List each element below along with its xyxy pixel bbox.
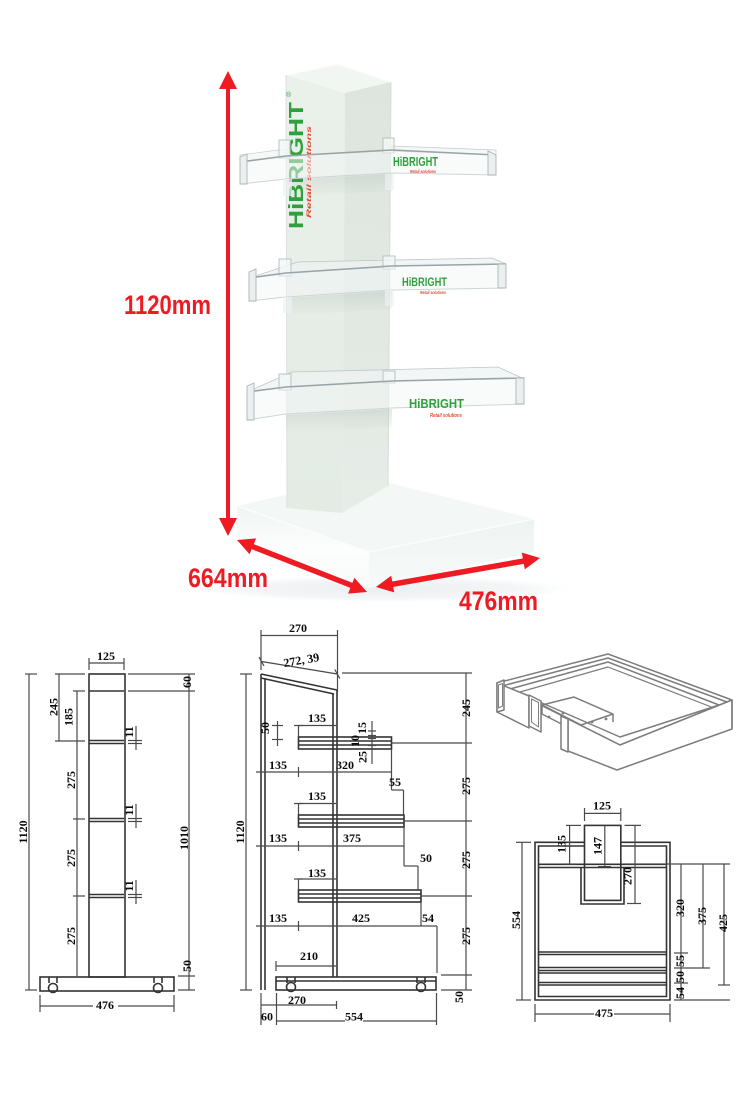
svg-text:54: 54 <box>422 911 434 925</box>
svg-text:664mm: 664mm <box>188 563 268 593</box>
svg-text:135: 135 <box>308 711 326 725</box>
svg-text:135: 135 <box>269 831 287 845</box>
svg-text:210: 210 <box>300 949 318 963</box>
svg-text:25: 25 <box>356 751 370 763</box>
svg-text:50: 50 <box>180 960 194 972</box>
svg-text:475: 475 <box>595 1006 613 1020</box>
svg-text:55: 55 <box>673 955 687 967</box>
svg-text:60: 60 <box>180 676 194 688</box>
svg-text:125: 125 <box>97 649 115 663</box>
svg-text:275: 275 <box>64 849 78 867</box>
svg-text:HiBRIGHT: HiBRIGHT <box>409 396 464 411</box>
svg-text:135: 135 <box>308 789 326 803</box>
svg-text:554: 554 <box>509 911 523 929</box>
svg-text:60: 60 <box>261 1010 273 1024</box>
svg-text:275: 275 <box>459 851 473 869</box>
svg-text:270: 270 <box>289 621 307 635</box>
svg-text:275: 275 <box>459 777 473 795</box>
svg-text:Retail solutions: Retail solutions <box>430 413 462 419</box>
svg-text:185: 185 <box>62 708 76 726</box>
svg-text:1010: 1010 <box>177 826 191 850</box>
svg-text:15: 15 <box>355 722 369 734</box>
svg-text:1120: 1120 <box>16 820 30 843</box>
svg-text:Retail solutions: Retail solutions <box>410 169 436 174</box>
svg-text:245: 245 <box>459 699 473 717</box>
svg-text:375: 375 <box>695 907 709 925</box>
svg-text:375: 375 <box>343 831 361 845</box>
svg-text:270: 270 <box>621 867 635 885</box>
svg-text:320: 320 <box>673 899 687 917</box>
svg-text:50: 50 <box>452 991 466 1003</box>
svg-text:270: 270 <box>288 993 306 1007</box>
svg-text:272, 39: 272, 39 <box>282 650 320 670</box>
svg-text:476mm: 476mm <box>459 586 538 616</box>
svg-text:Retail solutions: Retail solutions <box>420 290 446 295</box>
svg-text:554: 554 <box>345 1010 363 1024</box>
svg-text:135: 135 <box>308 866 326 880</box>
svg-text:11: 11 <box>122 726 136 737</box>
svg-text:135: 135 <box>269 758 287 772</box>
svg-text:135: 135 <box>555 835 569 853</box>
svg-text:50: 50 <box>420 851 432 865</box>
svg-text:245: 245 <box>47 698 61 716</box>
svg-text:1120mm: 1120mm <box>124 290 211 320</box>
svg-text:50: 50 <box>673 971 687 983</box>
svg-text:11: 11 <box>122 804 136 815</box>
svg-text:275: 275 <box>64 927 78 945</box>
svg-text:425: 425 <box>716 914 730 932</box>
svg-text:®: ® <box>286 91 292 99</box>
svg-text:11: 11 <box>122 880 136 891</box>
svg-text:1120: 1120 <box>233 820 247 843</box>
svg-text:HiBRIGHT: HiBRIGHT <box>393 154 438 169</box>
svg-text:54: 54 <box>673 987 687 999</box>
svg-text:50: 50 <box>258 722 272 734</box>
svg-text:HiBRIGHT: HiBRIGHT <box>402 275 448 289</box>
svg-text:476: 476 <box>96 998 114 1012</box>
svg-text:275: 275 <box>64 771 78 789</box>
svg-text:10: 10 <box>348 735 362 747</box>
svg-text:320: 320 <box>336 758 354 772</box>
svg-text:147: 147 <box>591 837 605 855</box>
svg-text:425: 425 <box>352 911 370 925</box>
svg-text:135: 135 <box>269 911 287 925</box>
svg-text:55: 55 <box>389 775 401 789</box>
svg-text:125: 125 <box>593 799 611 813</box>
svg-text:275: 275 <box>459 927 473 945</box>
